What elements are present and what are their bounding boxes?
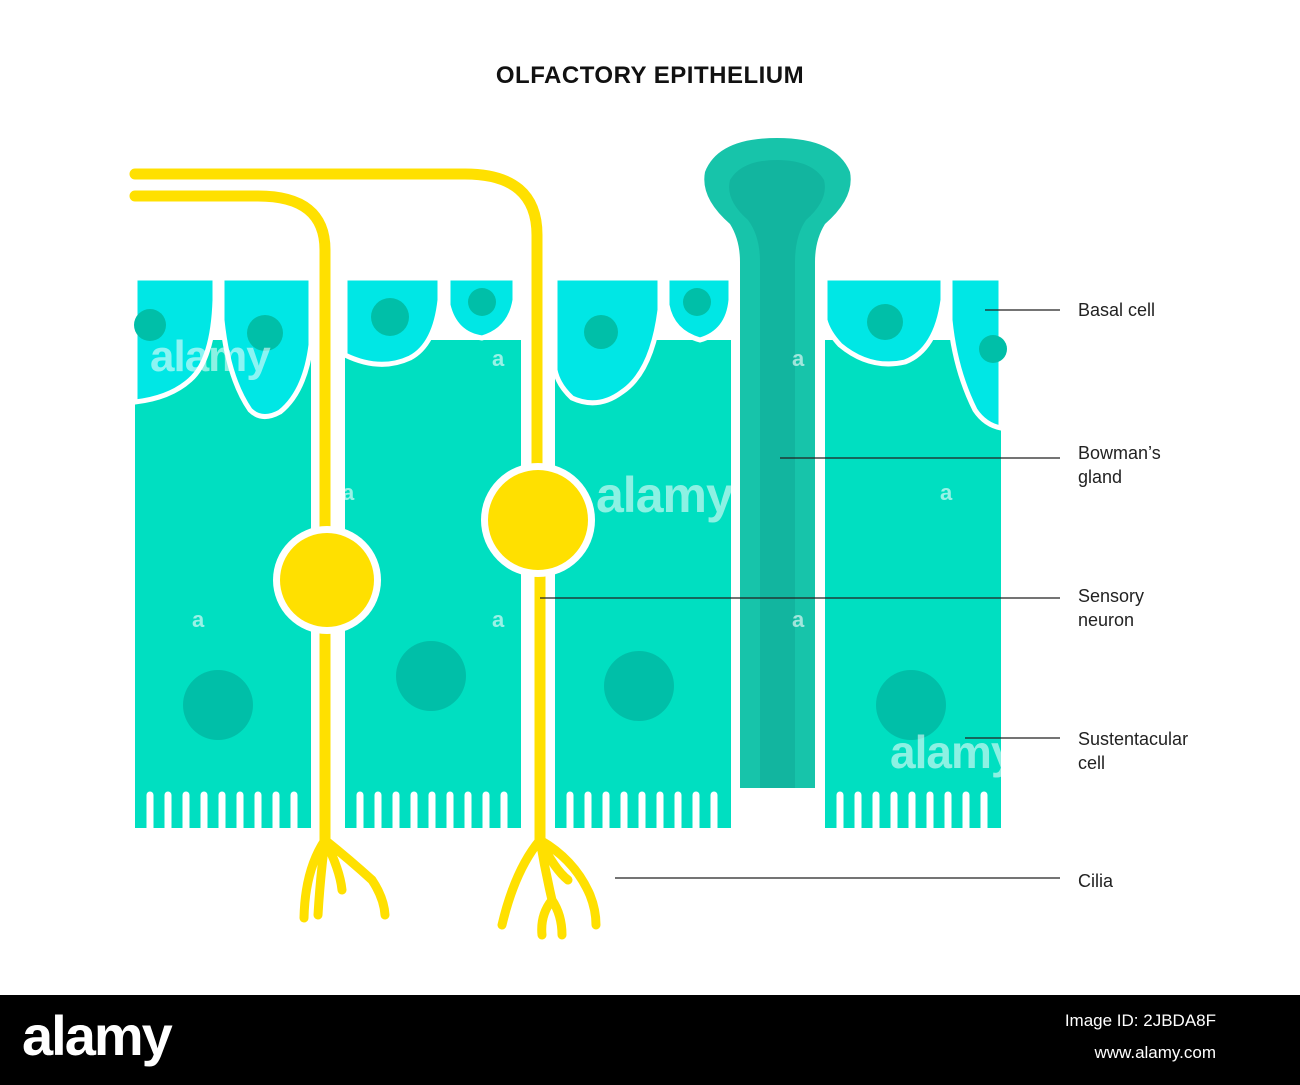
diagram-canvas: OLFACTORY EPITHELIUM Basal cell Bowman’s… xyxy=(121,62,1189,940)
leader-lines xyxy=(540,309,1060,879)
label-sensory-neuron: Sensory neuron xyxy=(1078,584,1144,632)
label-sustentacular-cell-line2: cell xyxy=(1078,753,1106,773)
bowmans-gland xyxy=(704,138,851,788)
watermark-brand-3: alamy xyxy=(890,726,1016,778)
label-sustentacular-cell: Sustentacular cell xyxy=(1078,727,1188,775)
watermark-brand-2: alamy xyxy=(596,467,734,523)
watermark-mark-5: a xyxy=(792,607,805,632)
watermark-brand-1: alamy xyxy=(150,332,271,381)
site-url[interactable]: www.alamy.com xyxy=(1094,1043,1216,1062)
watermark-mark-2: a xyxy=(940,480,953,505)
sustentacular-cell-nuclei xyxy=(183,641,946,740)
label-cilia: Cilia xyxy=(1078,869,1113,893)
label-basal-cell-text: Basal cell xyxy=(1078,300,1156,320)
label-bowmans-gland-line1: Bowman’s xyxy=(1078,443,1161,463)
basal-cell-nuclei xyxy=(134,288,1007,363)
label-sensory-neuron-line1: Sensory xyxy=(1078,586,1145,606)
label-sensory-neuron-line2: neuron xyxy=(1078,610,1135,630)
watermark-mark-7: a xyxy=(792,346,805,371)
watermark-mark-4: a xyxy=(492,607,505,632)
sustentacular-cell-4 xyxy=(825,340,1001,828)
sensory-neurons xyxy=(121,160,601,940)
label-basal-cell: Basal cell xyxy=(1078,298,1155,322)
sensory-neuron-cell-bodies xyxy=(273,463,595,634)
label-bowmans-gland: Bowman’s gland xyxy=(1078,441,1161,489)
diagram-title: OLFACTORY EPITHELIUM xyxy=(495,62,805,89)
image-id: Image ID: 2JBDA8F xyxy=(1064,1011,1216,1030)
footer-bar: alamy Image ID: 2JBDA8F www.alamy.com xyxy=(0,995,1300,1085)
watermark-mark-3: a xyxy=(192,607,205,632)
label-cilia-text: Cilia xyxy=(1078,871,1114,891)
label-bowmans-gland-line2: gland xyxy=(1078,467,1123,487)
sustentacular-cell-3 xyxy=(555,340,731,828)
cilia-gaps xyxy=(146,791,988,832)
watermark-mark-1: a xyxy=(342,480,355,505)
olfactory-epithelium-illustration xyxy=(121,138,1060,940)
watermark-mark-6: a xyxy=(492,346,505,371)
label-sustentacular-cell-line1: Sustentacular xyxy=(1078,729,1189,749)
alamy-logo: alamy xyxy=(22,1004,173,1067)
